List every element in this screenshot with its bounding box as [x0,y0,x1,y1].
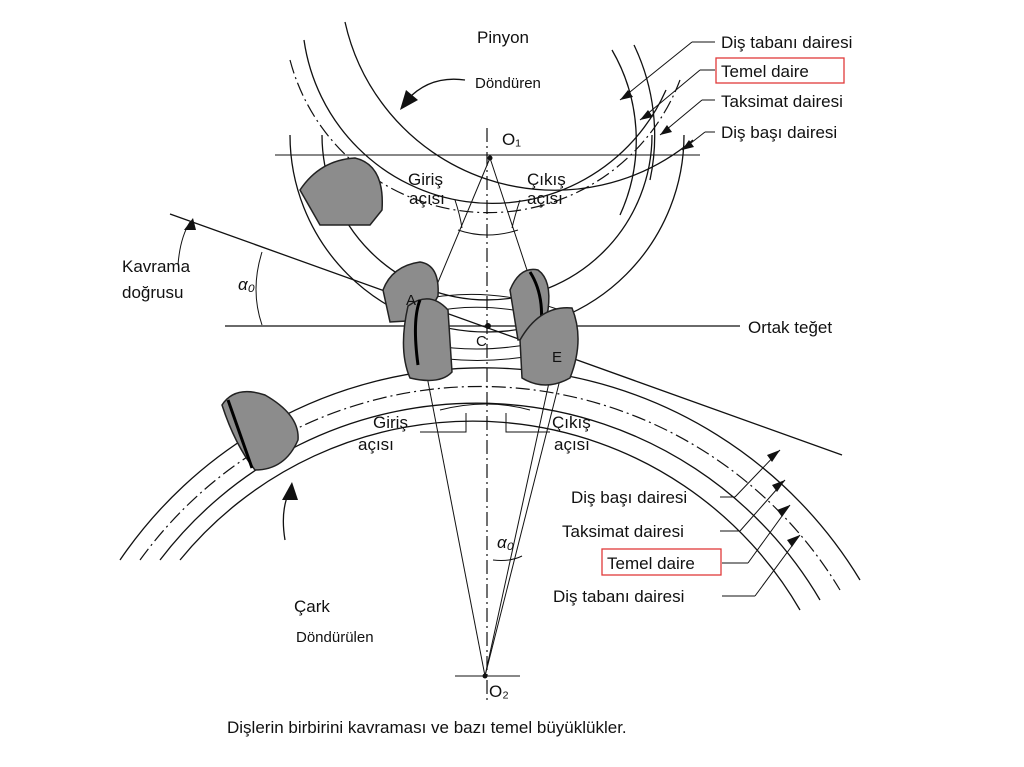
gear-circles [119,367,861,611]
leader-base-bottom-arrow [777,505,790,517]
upper-angle-arc [457,229,519,236]
label-base-top: Temel daire [721,62,809,81]
entry-upper-leader [454,199,463,229]
alpha0-lower-arc [492,555,523,561]
points [482,155,493,679]
gear-teeth [221,157,579,471]
entry-angle-lower-line1: Giriş [373,413,408,432]
line-of-action [169,213,843,456]
point-c-label: C [476,333,487,350]
rotation-arrows [177,78,466,541]
gear-tooth-lower-left [221,390,299,471]
pinion-outer-circle [344,21,694,191]
gear-tooth-lower-left-edge [226,399,254,469]
o2-label: O₂ [489,682,509,701]
leader-addendum-bottom-arrow [767,450,780,462]
o2-ray-left [417,329,486,677]
figure-caption: Dişlerin birbirini kavraması ve bazı tem… [227,718,627,737]
exit-angle-upper-line2: açısı [527,189,563,208]
pinion-role: Döndüren [475,75,541,92]
label-addendum-bottom: Diş başı dairesi [571,488,687,507]
exit-angle-lower-line1: Çıkış [552,413,591,432]
gear-root-circle [179,420,801,611]
alpha0-left-arc [255,251,263,326]
exit-upper-leader [511,199,521,229]
gear-tooth-a-edge [413,299,422,366]
label-root-top: Diş tabanı dairesi [721,33,852,52]
common-tangent-label: Ortak teğet [748,318,832,337]
gear-pitch-circle [139,385,841,591]
label-pitch-top: Taksimat dairesi [721,92,843,111]
entry-angle-upper-line1: Giriş [408,170,443,189]
alpha0-lower-label: α₀ [497,533,514,552]
angle-arcs [255,199,550,561]
leader-pitch-bottom-arrow [772,480,785,492]
leader-root-top-2 [619,41,693,101]
line-of-action-line2: doğrusu [122,283,183,302]
gear-base-circle [159,402,821,601]
line-of-action-arrowhead [184,218,196,230]
gear-tooth-e [519,307,579,386]
pinion-base-circle [303,39,667,205]
entry-angle-bracket [420,413,467,433]
label-pitch-bottom: Taksimat dairesi [562,522,684,541]
exit-angle-bracket [505,413,550,433]
o2-ray-right [484,354,556,677]
labels: Pinyon Döndüren O₁ Diş tabanı dairesi Te… [122,28,852,737]
o2-alpha-ray [484,339,571,677]
gear-role: Döndürülen [296,629,374,646]
pinion-tooth-upper-left [299,157,384,226]
pinion-arc-right [611,49,637,216]
point-a-label: A [406,292,416,309]
pitch-point-dot [485,323,491,329]
lower-angle-arc [439,403,531,411]
leader-pitch-top-arrow [660,125,672,135]
label-addendum-top: Diş başı dairesi [721,123,837,142]
leader-base-top-2 [639,69,701,121]
alpha0-left-label: α₀ [238,275,255,294]
exit-angle-lower-line2: açısı [554,435,590,454]
gear-tooth-a [402,298,453,382]
gear-name: Çark [294,597,330,616]
o2-dot [482,673,488,679]
pinion-pitch-circle [289,59,681,214]
label-base-bottom: Temel daire [607,554,695,573]
pinion-arrowhead [400,90,418,110]
pinion-name: Pinyon [477,28,529,47]
highlight-base-top [715,57,845,84]
exit-angle-upper-line1: Çıkış [527,170,566,189]
leader-root-bottom-arrow [787,535,800,547]
label-root-bottom: Diş tabanı dairesi [553,587,684,606]
leader-base-top-arrow [640,110,653,120]
entry-angle-upper-line2: açısı [409,189,445,208]
line-of-action-line1: Kavrama [122,257,191,276]
gear-arrowhead [282,482,298,500]
point-e-label: E [552,349,562,366]
highlight-base-bottom [601,548,722,576]
pinion-arc-right-2 [633,44,656,181]
leader-addendum-top-arrow [682,140,694,150]
pinion-rotation-arrow [406,78,466,101]
entry-angle-lower-line2: açısı [358,435,394,454]
o1-dot [487,155,493,161]
right-label-leaders [619,41,801,597]
o1-label: O₁ [502,130,521,149]
gear-addendum-circle [119,367,861,581]
leader-root-top-arrow [620,90,633,100]
